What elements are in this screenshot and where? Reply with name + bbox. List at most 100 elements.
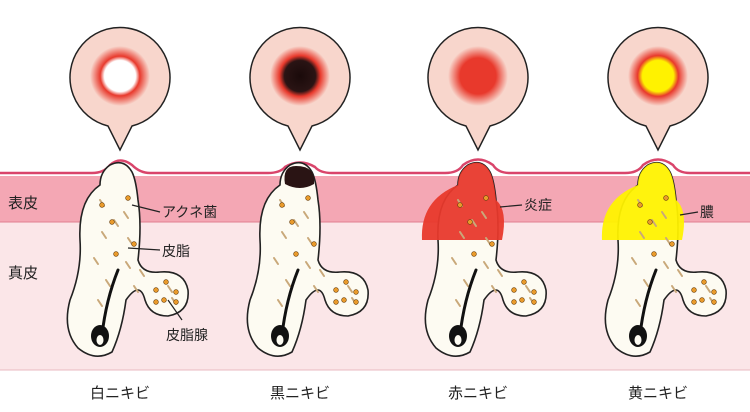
bacteria-dot (711, 299, 717, 305)
acne-stage-red: 赤ニキビ (421, 26, 547, 402)
pore-black (246, 161, 369, 357)
stage-label-white: 白ニキビ (90, 384, 150, 402)
bacteria-dot (341, 297, 347, 303)
label-inflammation: 炎症 (524, 198, 552, 214)
bubble-lesion-yellow (628, 46, 688, 106)
sebum-dash (97, 299, 103, 307)
sebum-dash (661, 211, 667, 219)
sebum-dash (651, 219, 657, 227)
bacteria-dot (647, 219, 653, 225)
sebum-dash (347, 285, 353, 293)
sebum-dash (281, 231, 287, 239)
bacteria-dot (353, 299, 359, 305)
bacteria-dot (125, 195, 131, 201)
sebum-dash (665, 237, 671, 245)
bacteria-dot (511, 299, 517, 305)
sebum-dash (305, 261, 311, 269)
sebum-dash (139, 269, 145, 277)
sebum-dash (273, 257, 279, 265)
label-sebaceous-gland: 皮脂腺 (166, 328, 208, 344)
bacteria-dot (289, 219, 295, 225)
sebum-dash (307, 237, 313, 245)
bacteria-dot (467, 219, 473, 225)
pus-region (601, 162, 684, 240)
stage-label-yellow: 黄ニキビ (628, 384, 688, 402)
sebum-dash (491, 285, 497, 293)
label-sebum: 皮脂 (162, 244, 190, 260)
bacteria-dot (173, 299, 179, 305)
sebum-dash (481, 211, 487, 219)
bacteria-dot (531, 299, 537, 305)
sebum-dash (105, 279, 111, 287)
bacteria-dot (343, 279, 349, 285)
sebum-dash (455, 299, 461, 307)
sebum-dash (285, 279, 291, 287)
bacteria-dot (521, 279, 527, 285)
bacteria-dot (511, 287, 517, 293)
acne-stage-yellow: 黄ニキビ (601, 26, 727, 402)
sebum-dash (277, 299, 283, 307)
leader-sebaceous-gland (167, 299, 183, 321)
bacteria-dot (531, 289, 537, 295)
sebum-dash (451, 257, 457, 265)
bacteria-dot (161, 297, 167, 303)
bacteria-dot (471, 251, 477, 257)
bacteria-dot (311, 241, 317, 247)
stage-label-black: 黒ニキビ (270, 384, 330, 402)
bacteria-dot (701, 279, 707, 285)
bacteria-dot (651, 251, 657, 257)
sebum-dash (113, 219, 119, 227)
sebum-dash (497, 269, 503, 277)
leader-sebum (127, 247, 161, 251)
sebum-dash (639, 231, 645, 239)
bacteria-dot (691, 299, 697, 305)
sebum-dash (677, 269, 683, 277)
sebum-dash (127, 237, 133, 245)
sebum-dash (635, 299, 641, 307)
bacteria-dot (333, 287, 339, 293)
bubble-lesion-red (448, 46, 508, 106)
label-epidermis: 表皮 (8, 194, 38, 212)
sebum-dash (471, 219, 477, 227)
sebum-dash (167, 285, 173, 293)
sebum-dash (93, 257, 99, 265)
bacteria-dot (153, 299, 159, 305)
sebum-dash (663, 261, 669, 269)
bacteria-dot (483, 195, 489, 201)
bacteria-dot (173, 289, 179, 295)
bacteria-dot (293, 251, 299, 257)
sebum-dash (313, 285, 319, 293)
sebum-dash (125, 261, 131, 269)
bacteria-dot (691, 287, 697, 293)
inflamed-region (421, 162, 504, 240)
leader-pus (679, 211, 699, 216)
bacteria-dot (113, 251, 119, 257)
sebum-dash (293, 219, 299, 227)
bacteria-dot (489, 241, 495, 247)
bacteria-dot (163, 279, 169, 285)
sebum-dash (133, 285, 139, 293)
bacteria-dot (109, 219, 115, 225)
sebum-dash (671, 285, 677, 293)
bacteria-dot (457, 202, 463, 208)
black-plug (284, 166, 315, 188)
label-dermis: 真皮 (8, 264, 38, 282)
sebum-dash (101, 231, 107, 239)
bubble-lesion-black (270, 46, 330, 106)
sebum-dash (303, 211, 309, 219)
sebum-dash (123, 211, 129, 219)
leader-acne-bacteria (131, 204, 161, 213)
hair-papilla (454, 335, 462, 345)
sebum-dash (525, 285, 531, 293)
bacteria-dot (153, 287, 159, 293)
skin-surface-line (0, 158, 750, 175)
sebum-dash (459, 231, 465, 239)
bacteria-dot (305, 195, 311, 201)
sebum-dash (485, 237, 491, 245)
bacteria-dot (663, 195, 669, 201)
acne-stage-white: 白ニキビ (66, 26, 189, 402)
bacteria-dot (131, 241, 137, 247)
bacteria-dot (711, 289, 717, 295)
bacteria-dot (669, 241, 675, 247)
